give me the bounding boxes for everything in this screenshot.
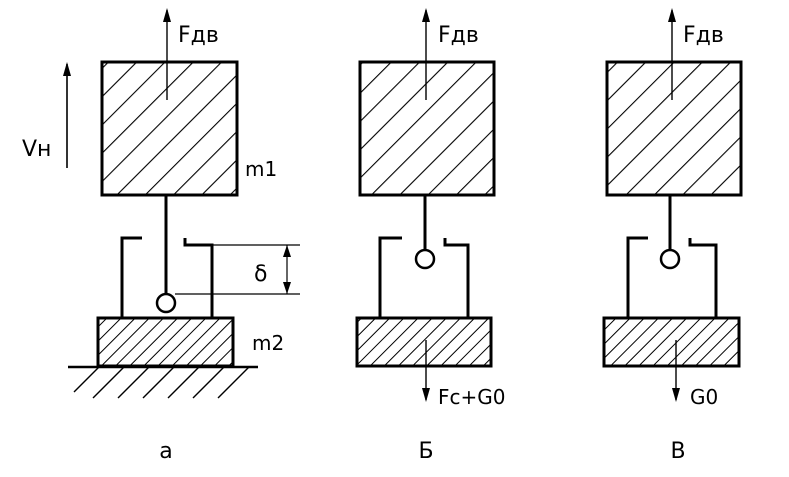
force-top-label-b: Fдв [438,23,479,48]
panel-v: Fдв G0 В [602,8,743,464]
force-bottom-label-b: Fc+G0 [438,385,505,409]
caption-v: В [670,439,685,464]
panel-b: Fдв Fc+G0 Б [355,8,505,464]
velocity-label: Vн [22,137,51,162]
housing-right-v [688,238,718,317]
mass-m1-block-b [358,60,496,197]
housing-right-a [183,238,214,317]
velocity-arrow [63,62,71,168]
caption-b: Б [418,439,433,464]
mass-m1-block-v [605,60,743,197]
housing-left-v [626,236,648,317]
ball-a [155,292,177,314]
force-arrow-down-v [672,340,680,402]
force-top-label-a: Fдв [178,23,219,48]
mass-m1-label: m1 [245,157,277,181]
ball-v [659,248,681,270]
mass-m2-block-b [355,316,493,368]
mass-m1-block-a [100,60,239,197]
gap-dimension [175,244,300,295]
mass-m2-block-a [96,316,235,368]
ball-b [414,248,436,270]
housing-right-b [443,238,470,317]
force-arrow-down-b [422,340,430,402]
mass-m2-block-v [602,316,741,368]
caption-a: а [159,439,172,464]
housing-left-b [378,236,402,317]
housing-left-a [120,236,142,317]
gap-label: δ [254,262,267,287]
force-bottom-label-v: G0 [690,385,718,409]
ground-hatch [68,365,258,399]
panel-a: Fдв m1 δ m2 [68,8,300,464]
mass-m2-label: m2 [252,331,284,355]
force-top-label-v: Fдв [683,23,724,48]
